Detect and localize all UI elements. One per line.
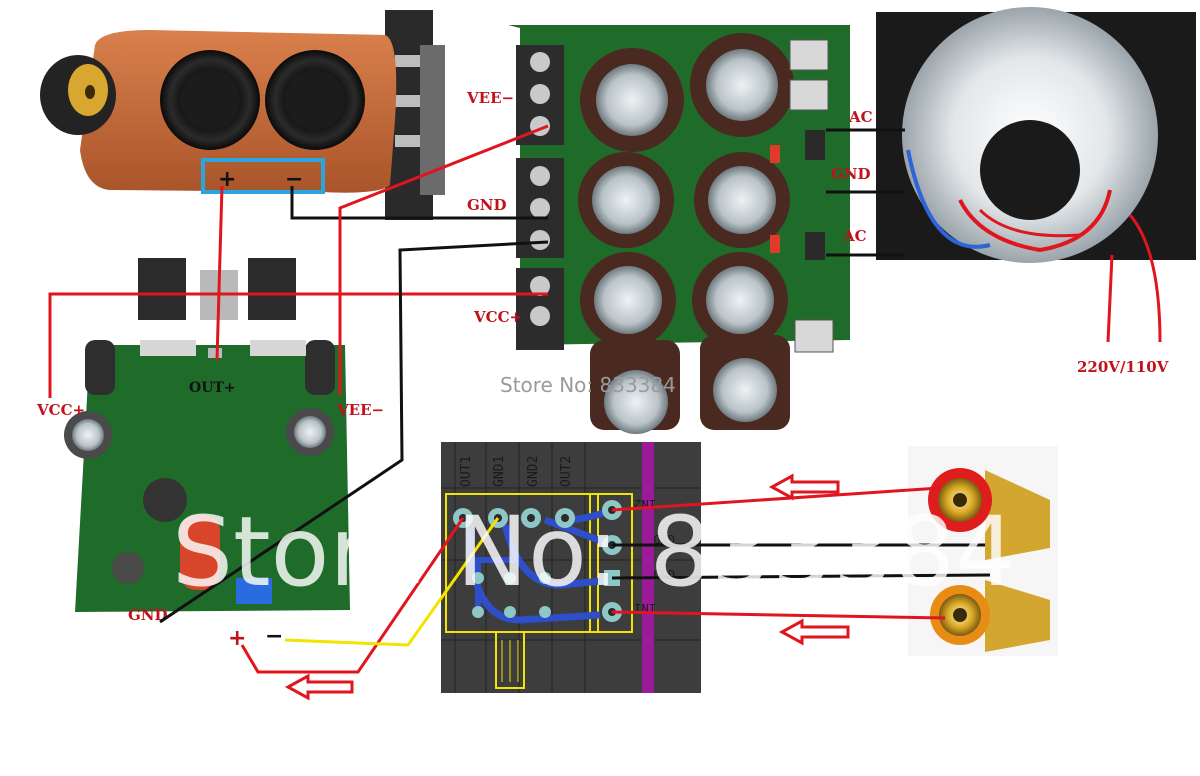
pot-gnd-a-label: GND [653,532,675,546]
speaker: + − [40,10,445,220]
rca-jack-bottom [930,580,1050,652]
arrow-icon [284,673,354,701]
watermark-small: Store No: 833384 [500,373,676,397]
pot-shaft [495,631,525,689]
rca-jacks [908,446,1058,656]
pot-out2-label: OUT2 [559,456,574,487]
wire-input-minus [284,517,500,647]
mosfet-left [138,258,186,320]
arrow-icon [778,618,850,646]
psu-gnd-label: GND [467,196,507,214]
pot-gnd1-label: GND1 [492,456,507,487]
input-minus: − [265,624,283,649]
power-supply-board [470,6,875,434]
psu-terminal-gnd [516,158,564,258]
volume-pot-board [441,442,701,693]
wire-in1 [611,610,946,620]
psu-ac-bottom-label: AC [842,227,867,245]
amp-pcb [75,345,350,612]
psu-capacitors [578,33,794,434]
wire-gnd [159,240,549,624]
mains-label: 220V/110V [1077,358,1169,376]
amp-input-terminal [236,578,272,604]
psu-terminal-vcc [516,268,564,350]
amp-gnd-label: GND [128,606,168,624]
toroidal-transformer [876,7,1196,263]
wire-vee [338,124,549,395]
pot-gnd2-label: GND2 [526,456,541,487]
speaker-minus: − [285,167,303,192]
wire-input-plus [240,517,465,674]
wire-in2 [611,486,941,512]
wire-vcc [48,292,548,398]
pot-board-bg [441,442,701,693]
mains-wire-2 [1128,214,1162,343]
mosfet-right [248,258,296,320]
wire-gnd-b [611,573,991,580]
psu-ac-top-label: AC [848,108,873,126]
rca-jack-top [928,468,1050,560]
speaker-plus: + [218,167,236,192]
transformer-gnd-label: GND [831,165,871,183]
wire-speaker-minus [290,186,548,220]
amp-out-label: OUT+ [189,380,236,396]
pot-out1-label: OUT1 [459,456,474,487]
amp-inductor [180,515,220,590]
wire-speaker-plus [215,185,224,361]
psu-vee-label: VEE− [466,89,514,107]
psu-vcc-label: VCC+ [473,308,522,326]
speaker-terminal-box [201,158,325,194]
input-plus: + [228,626,246,651]
mains-wire-1 [1106,254,1114,343]
amp-vee-label: VEE− [336,401,384,419]
amp-vcc-label: VCC+ [36,401,85,419]
watermark-large: Store No: 833384 [172,496,1016,608]
arrow-icon [768,473,840,501]
